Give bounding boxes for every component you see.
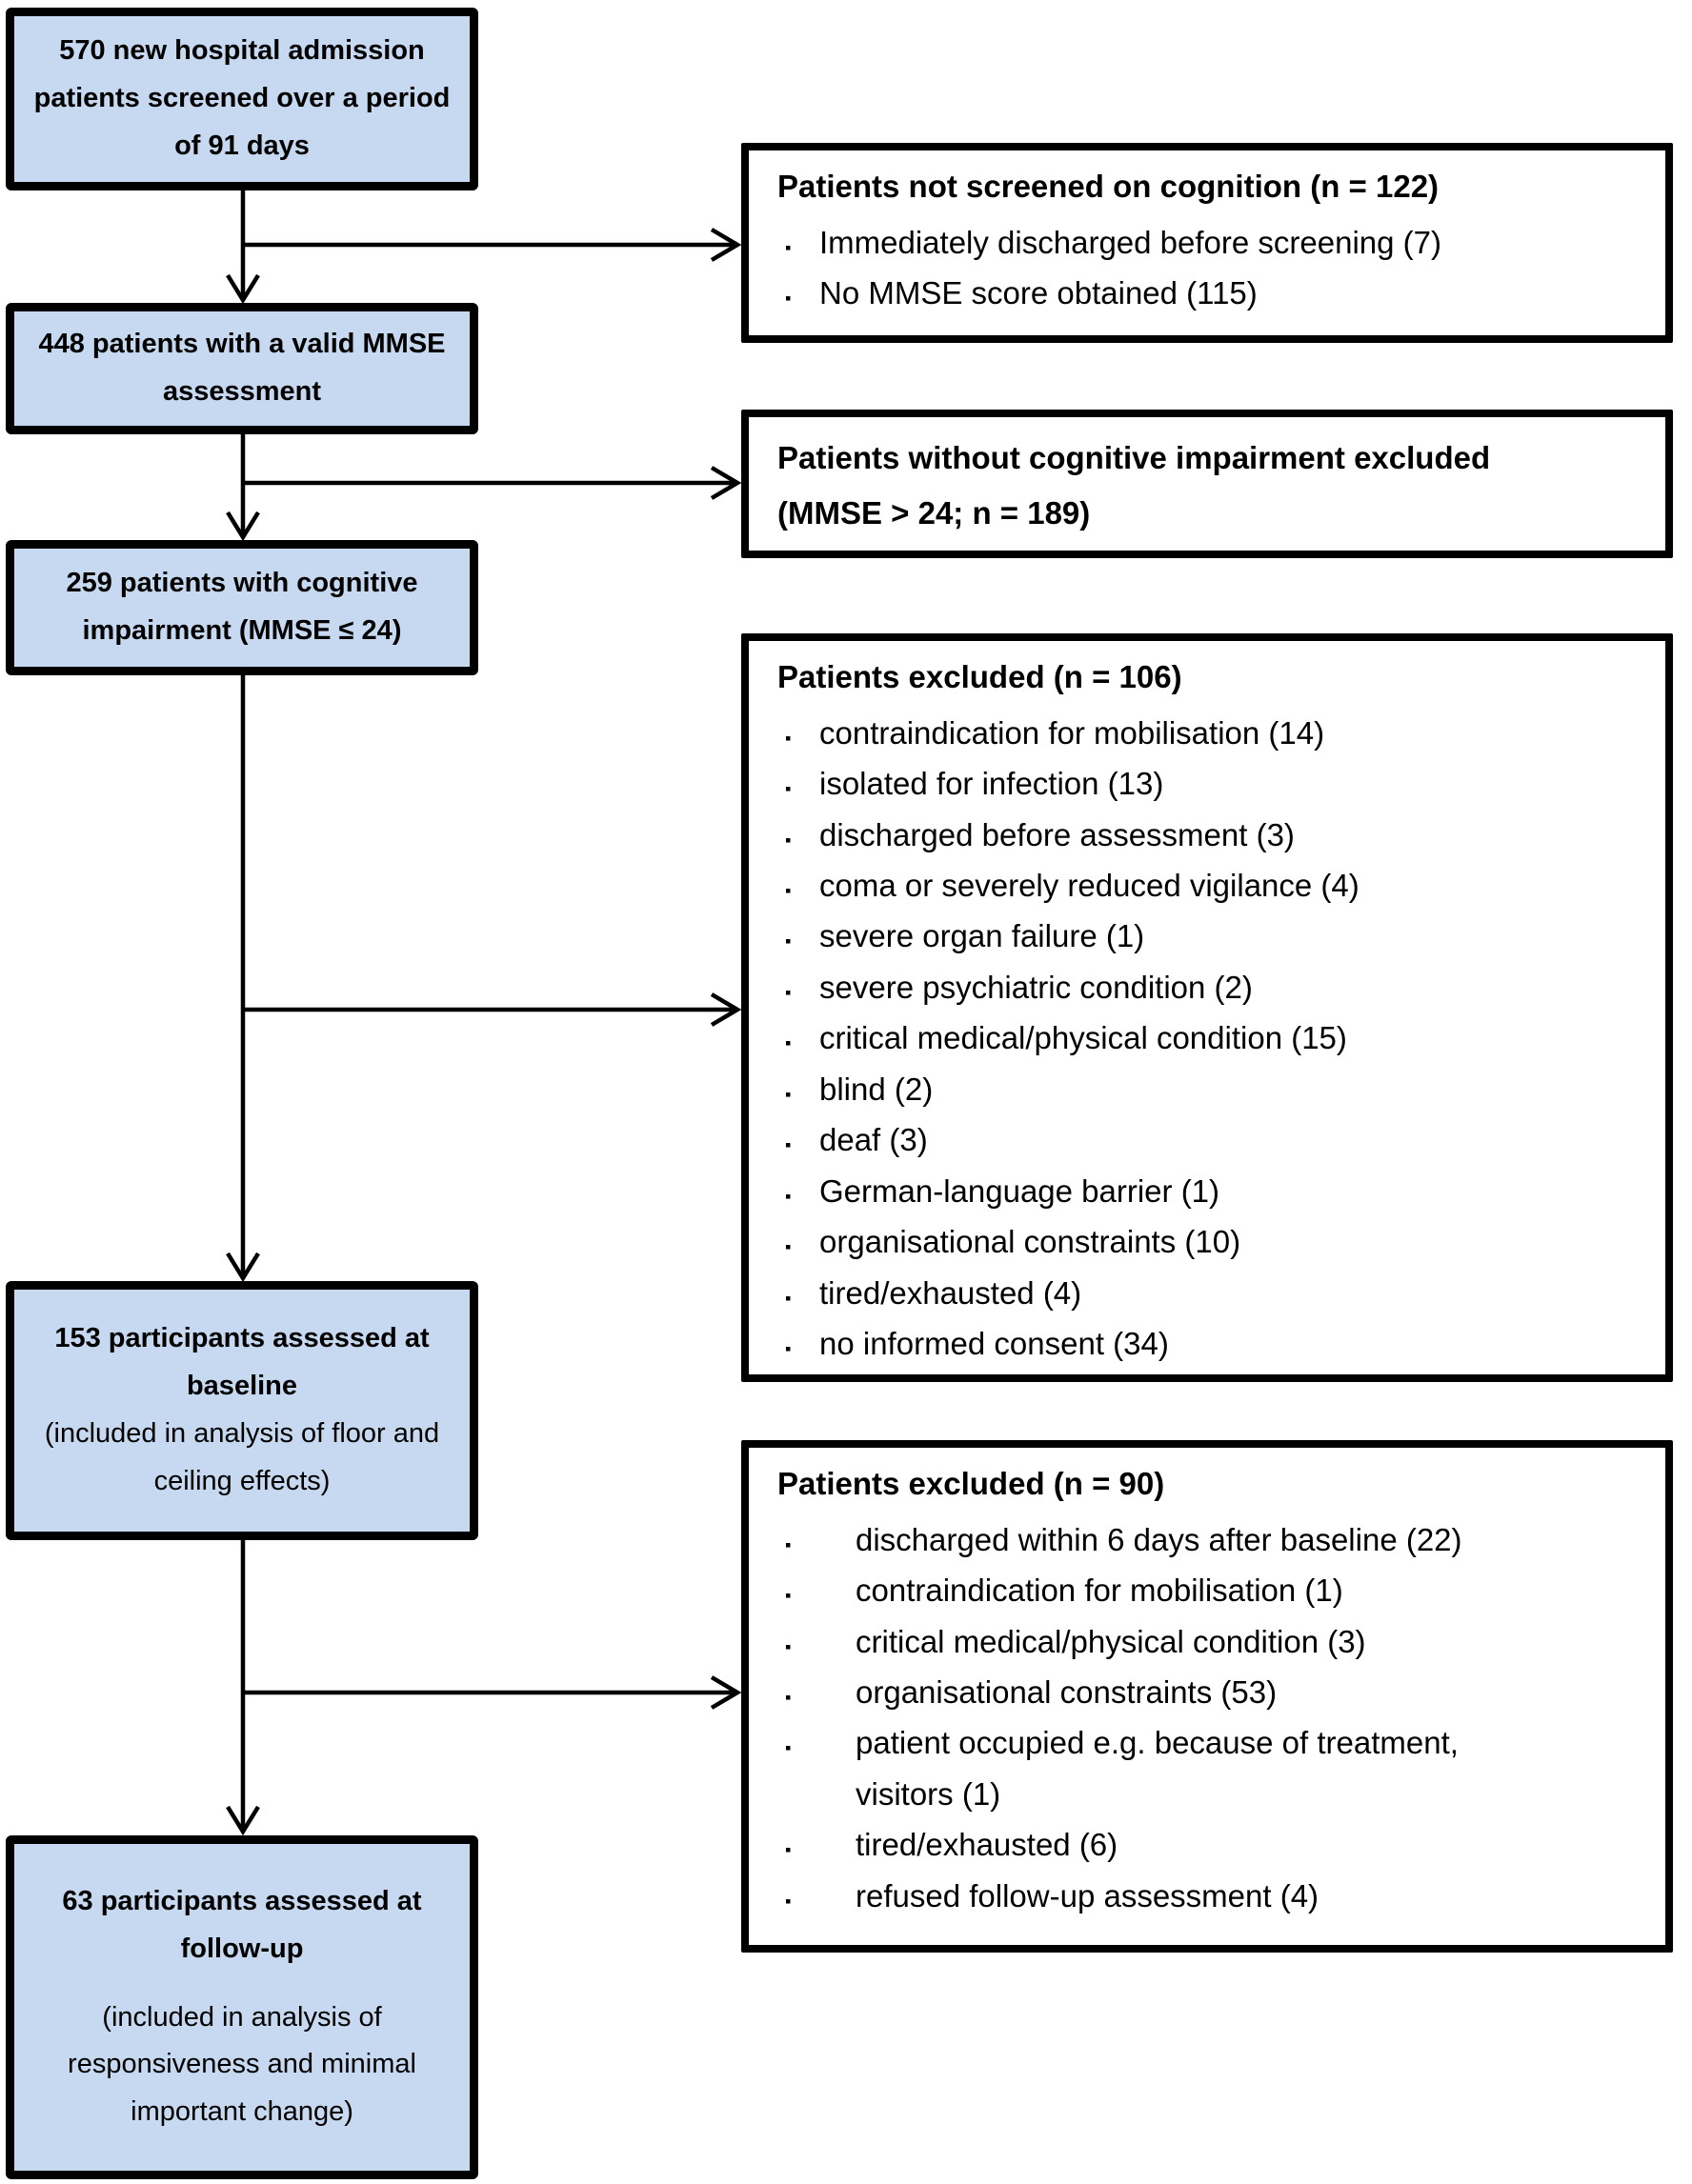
excluded-106-reason-list: ▪ contraindication for mobilisation (14)… (777, 708, 1642, 1370)
box-valid-mmse: 448 patients with a valid MMSE assessmen… (6, 303, 478, 434)
box-no-impairment-title: Patients without cognitive impairment ex… (777, 440, 1491, 475)
arrow-branch-excluded-106 (243, 992, 742, 1027)
bullet-square-icon: ▪ (785, 1033, 792, 1053)
excluded-reason-item: ▪ discharged before assessment (3) (785, 810, 1642, 860)
arrow-valid-to-impairment (226, 434, 260, 542)
bullet-square-icon: ▪ (785, 982, 792, 1002)
box-valid-mmse-text: 448 patients with a valid MMSE assessmen… (38, 329, 446, 407)
bullet-square-icon: ▪ (785, 728, 792, 748)
box-followup-assessed: 63 participants assessed at follow-up (i… (6, 1835, 478, 2179)
bullet-square-icon: ▪ (785, 1339, 792, 1359)
bullet-square-icon: ▪ (785, 932, 792, 952)
box-cognitive-impairment-text: 259 patients with cognitive impairment (… (66, 568, 418, 646)
bullet-square-icon: ▪ (785, 1636, 792, 1656)
bullet-square-icon: ▪ (785, 830, 792, 850)
bullet-square-icon: ▪ (785, 880, 792, 900)
box-baseline-assessed-text: 153 participants assessed at baseline (54, 1323, 430, 1402)
excluded-90-reason-list: ▪ discharged within 6 days after baselin… (777, 1514, 1642, 1922)
excluded-reason-item: ▪ deaf (3) (785, 1114, 1642, 1165)
box-cognitive-impairment: 259 patients with cognitive impairment (… (6, 540, 478, 675)
box-not-screened-title: Patients not screened on cognition (n = … (777, 169, 1440, 204)
box-screened-admissions-text: 570 new hospital admission patients scre… (33, 35, 451, 161)
excluded-reason-item: ▪ tired/exhausted (6) (785, 1819, 1642, 1870)
bullet-square-icon: ▪ (785, 237, 792, 257)
bullet-square-icon: ▪ (785, 1135, 792, 1155)
box-excluded-90-title: Patients excluded (n = 90) (777, 1466, 1165, 1501)
arrow-screened-to-valid (226, 190, 260, 305)
excluded-reason-item: ▪ tired/exhausted (4) (785, 1268, 1642, 1318)
box-screened-admissions: 570 new hospital admission patients scre… (6, 8, 478, 190)
arrow-branch-no-impairment (243, 466, 742, 500)
arrow-impairment-to-baseline (226, 675, 260, 1283)
box-no-impairment-excluded: Patients without cognitive impairment ex… (741, 410, 1673, 558)
box-followup-assessed-text: 63 participants assessed at follow-up (62, 1885, 422, 1964)
box-baseline-assessed: 153 participants assessed at baseline (i… (6, 1281, 478, 1540)
excluded-reason-item: ▪ critical medical/physical condition (1… (785, 1012, 1642, 1063)
excluded-reason-item: ▪ contraindication for mobilisation (14) (785, 708, 1642, 758)
box-excluded-90: Patients excluded (n = 90) ▪ discharged … (741, 1440, 1673, 1953)
excluded-reason-item: ▪ organisational constraints (53) (785, 1667, 1642, 1717)
excluded-reason-item: ▪ no informed consent (34) (785, 1318, 1642, 1369)
bullet-square-icon: ▪ (785, 1084, 792, 1104)
bullet-square-icon: ▪ (785, 779, 792, 799)
box-excluded-106-title: Patients excluded (n = 106) (777, 659, 1182, 694)
arrow-branch-excluded-90 (243, 1675, 742, 1710)
box-excluded-106: Patients excluded (n = 106) ▪ contraindi… (741, 633, 1673, 1382)
box-not-screened-cognition: Patients not screened on cognition (n = … (741, 143, 1673, 343)
excluded-reason-item: ▪ severe organ failure (1) (785, 911, 1642, 961)
box-no-impairment-subtitle: (MMSE > 24; n = 189) (777, 494, 1091, 531)
arrow-branch-not-screened (243, 228, 742, 262)
excluded-reason-item: ▪ critical medical/physical condition (3… (785, 1616, 1642, 1667)
bullet-square-icon: ▪ (785, 1288, 792, 1308)
box-followup-assessed-note: (included in analysis of responsiveness … (68, 2001, 416, 2128)
excluded-reason-item: ▪ blind (2) (785, 1064, 1642, 1114)
bullet-square-icon: ▪ (785, 1534, 792, 1554)
excluded-reason-item: ▪ No MMSE score obtained (115) (785, 268, 1642, 318)
bullet-square-icon: ▪ (785, 1891, 792, 1911)
arrow-baseline-to-followup (226, 1540, 260, 1836)
bullet-square-icon: ▪ (785, 1237, 792, 1257)
excluded-reason-item: ▪ isolated for infection (13) (785, 758, 1642, 809)
excluded-reason-item: ▪ discharged within 6 days after baselin… (785, 1514, 1642, 1565)
bullet-square-icon: ▪ (785, 1186, 792, 1206)
excluded-reason-item: ▪ contraindication for mobilisation (1) (785, 1565, 1642, 1615)
bullet-square-icon: ▪ (785, 1586, 792, 1606)
excluded-reason-item: ▪ refused follow-up assessment (4) (785, 1871, 1642, 1921)
bullet-square-icon: ▪ (785, 289, 792, 309)
excluded-reason-item: ▪ Immediately discharged before screenin… (785, 217, 1642, 268)
excluded-reason-item: ▪ coma or severely reduced vigilance (4) (785, 860, 1642, 911)
box-baseline-assessed-note: (included in analysis of floor and ceili… (44, 1418, 440, 1496)
excluded-reason-item: ▪ severe psychiatric condition (2) (785, 962, 1642, 1012)
excluded-reason-item: ▪ organisational constraints (10) (785, 1216, 1642, 1267)
excluded-reason-item: ▪ German-language barrier (1) (785, 1166, 1642, 1216)
not-screened-reason-list: ▪ Immediately discharged before screenin… (777, 217, 1642, 319)
bullet-square-icon: ▪ (785, 1840, 792, 1860)
bullet-square-icon: ▪ (785, 1687, 792, 1707)
excluded-reason-item: ▪ patient occupied e.g. because of treat… (785, 1725, 1459, 1812)
bullet-square-icon: ▪ (785, 1738, 792, 1758)
